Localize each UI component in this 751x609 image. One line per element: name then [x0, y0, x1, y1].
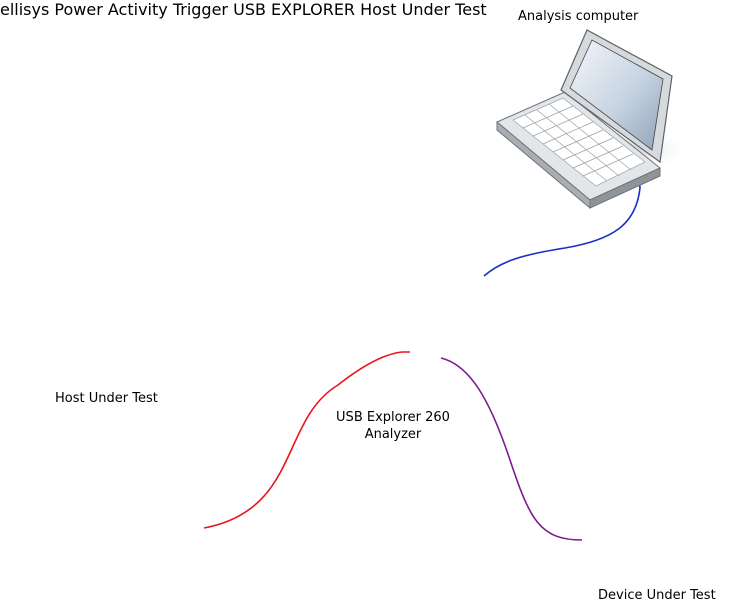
analyzer-label-line2: Analyzer: [364, 427, 422, 442]
analyzer-led-label-power: Power: [54, 0, 103, 19]
cable-analyzer-to-laptop: [483, 165, 641, 277]
cable-analyzer-to-device: [440, 357, 583, 541]
analyzer-brand-text: ellisys: [0, 0, 50, 19]
analyzer-led-label-trigger: Trigger: [172, 0, 229, 19]
analyzer-label-line1: USB Explorer 260: [336, 410, 450, 425]
analysis-computer-label: Analysis computer: [518, 9, 639, 24]
analyzer-port-caption: Host Under Test: [360, 0, 487, 19]
host-under-test-label: Host Under Test: [55, 391, 158, 406]
laptop-icon: [496, 29, 690, 210]
analyzer-led-label-activity: Activity: [107, 0, 168, 19]
analyzer-model-text: USB EXPLORER: [233, 0, 356, 19]
cable-host-to-analyzer: [203, 351, 410, 529]
device-under-test-label: Device Under Test: [598, 588, 716, 603]
